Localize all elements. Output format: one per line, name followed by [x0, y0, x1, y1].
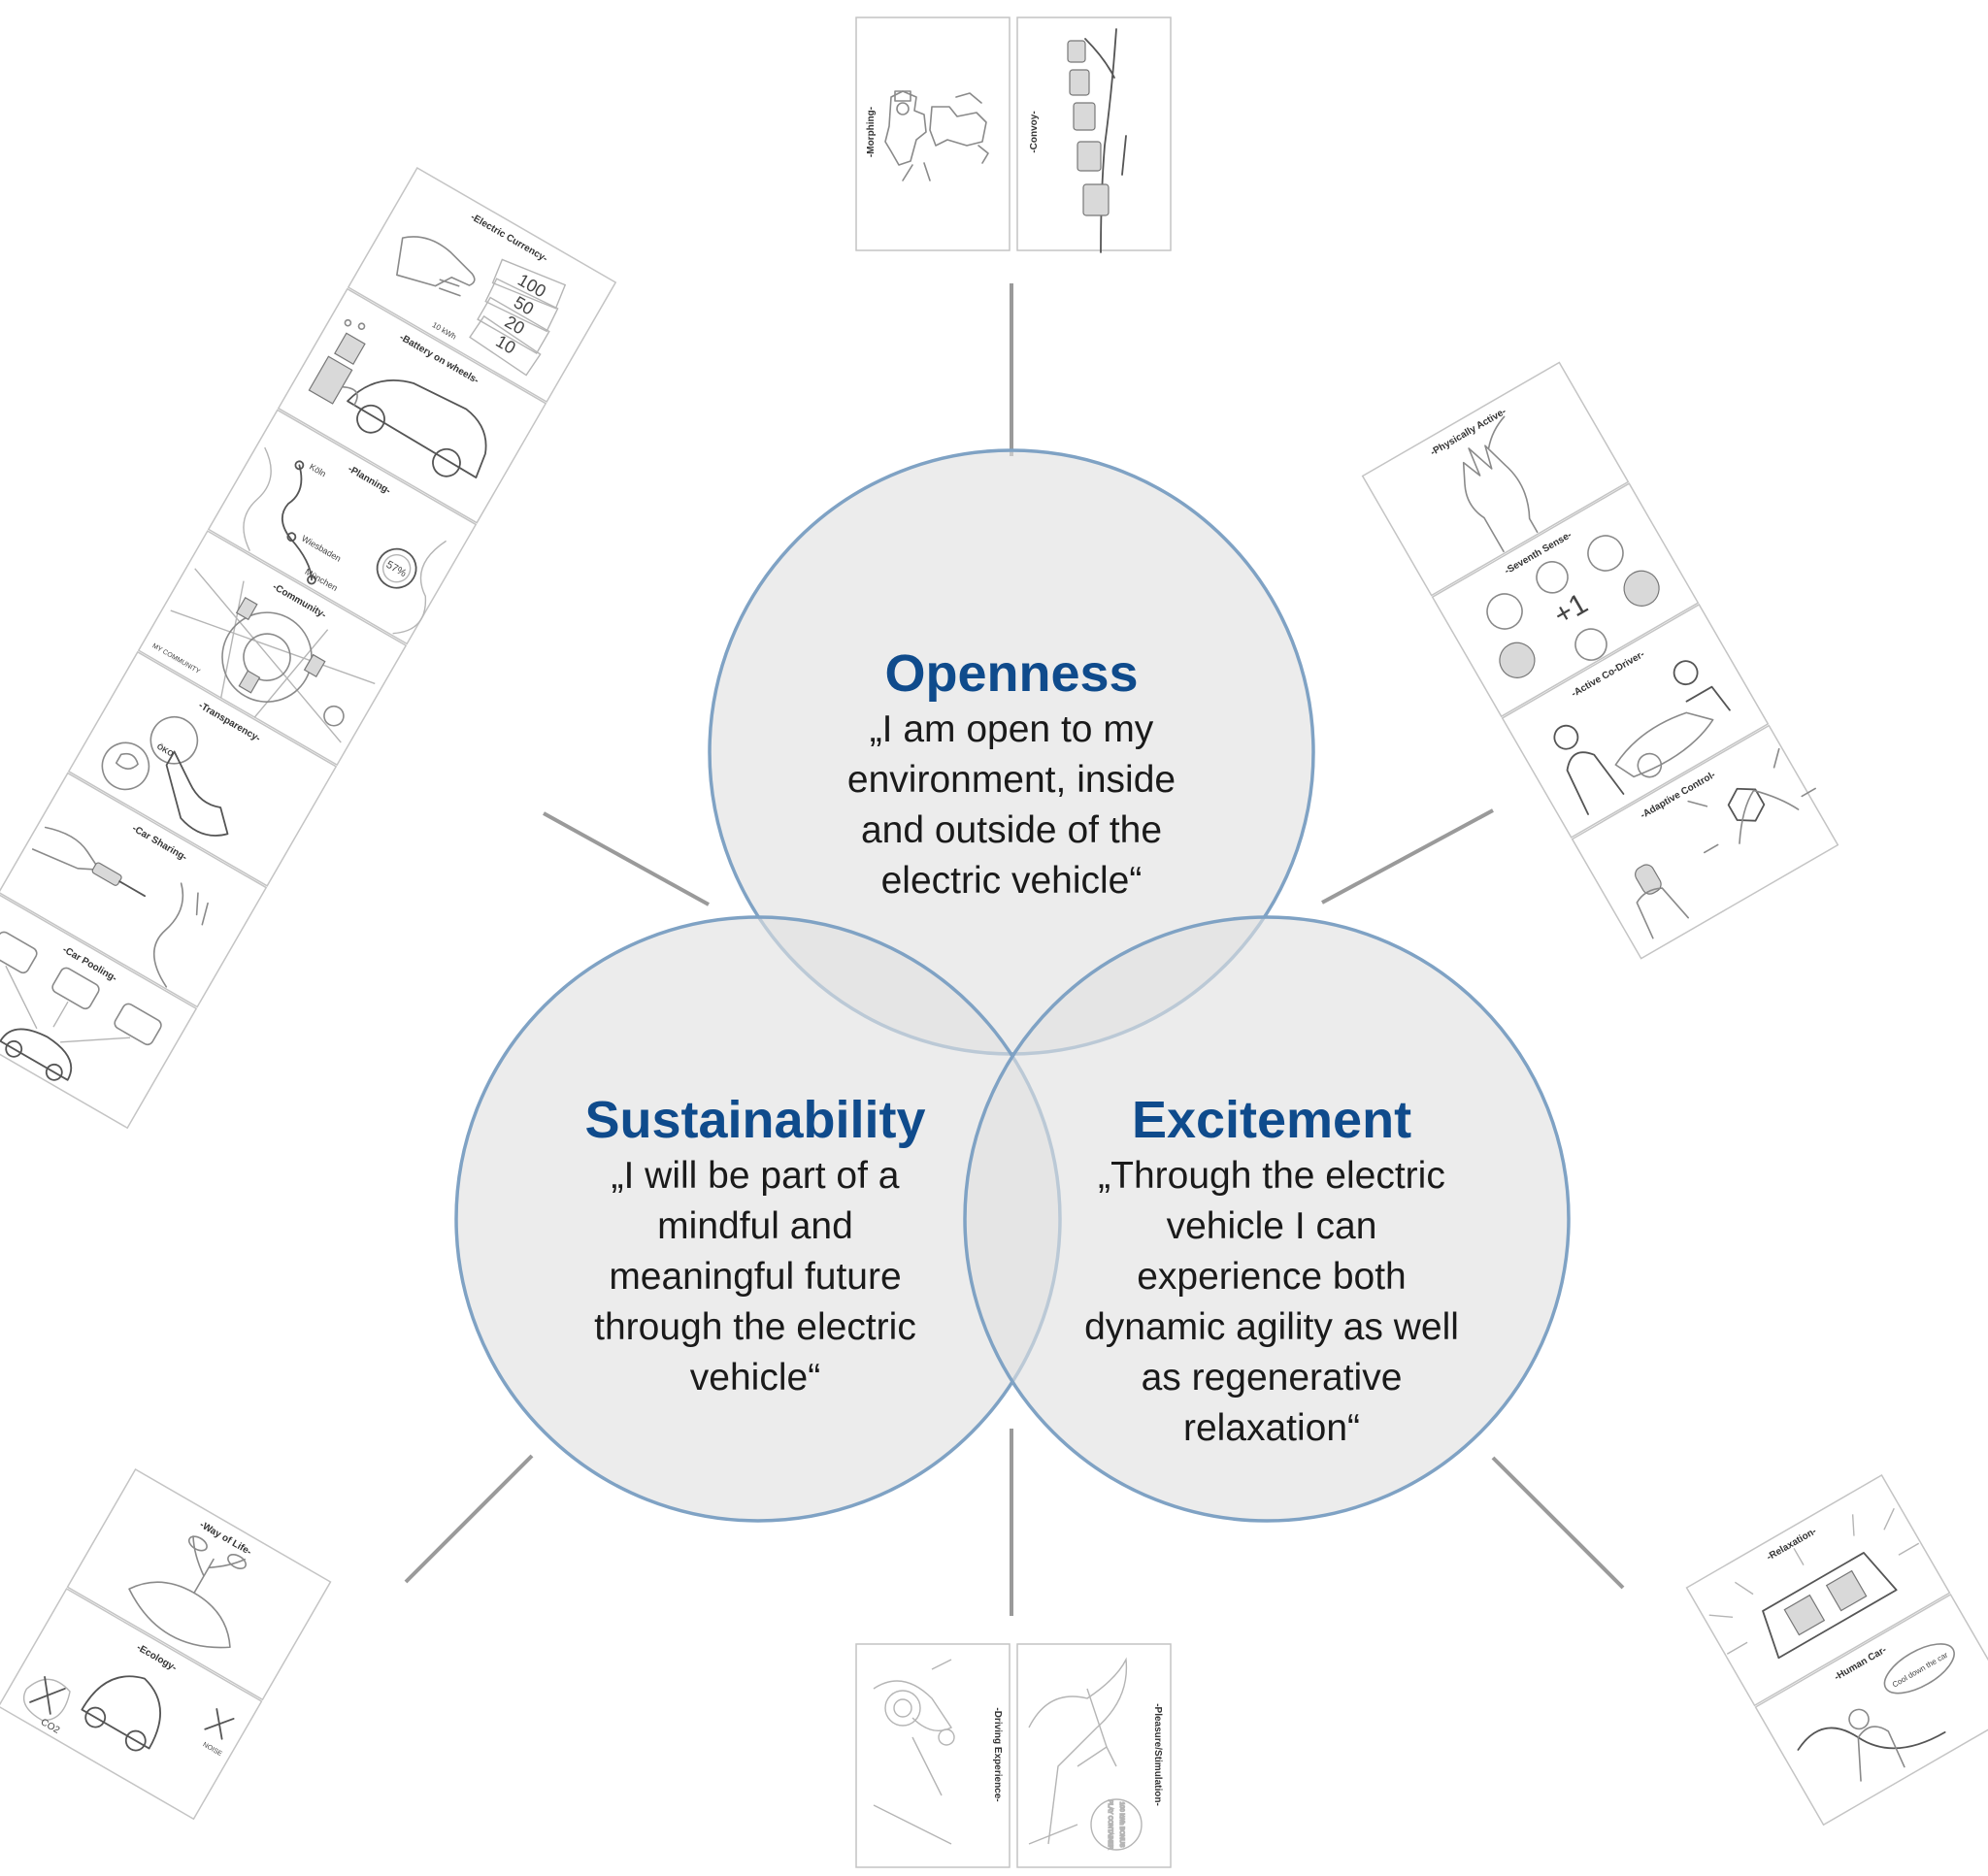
- excitement-quote-line: vehicle I can: [1167, 1205, 1377, 1247]
- openness-quote-line: and outside of the: [861, 809, 1162, 851]
- excitement-quote-line: „Through the electric: [1098, 1155, 1445, 1197]
- venn-diagram: [454, 448, 1571, 1523]
- card-group-top: -Morphing- -Convoy-: [855, 16, 1172, 253]
- car-battery-icon: [308, 318, 487, 478]
- svg-text:100 kWh BONUS: 100 kWh BONUS: [1118, 1802, 1124, 1848]
- sustainability-quote-line: „I will be part of a: [612, 1155, 900, 1197]
- connector-lower-left: [404, 1454, 534, 1584]
- card-car-pooling[interactable]: -Car Pooling-: [0, 893, 198, 1130]
- openness-quote-line: environment, inside: [847, 759, 1176, 801]
- card-group-left-column: -Electric Currency- 100 50 20 10 10 kWh …: [0, 166, 617, 1130]
- car-pool-icon: [0, 931, 162, 1081]
- card-community[interactable]: -Community- MY COMMUNITY: [137, 530, 408, 767]
- sustainability-quote-line: vehicle“: [690, 1357, 820, 1399]
- card-group-bottom: -Driving Experience- 100 kWh BONUS PLAY …: [855, 1643, 1172, 1868]
- card-electric-currency[interactable]: -Electric Currency- 100 50 20 10 10 kWh: [347, 166, 617, 404]
- card-relaxation[interactable]: -Relaxation-: [1685, 1473, 1951, 1707]
- sustainability-text: Sustainability „I will be part of a mind…: [584, 1091, 925, 1399]
- card-group-bottom-right: -Relaxation- -Human Car- Cool down the c…: [1685, 1473, 1988, 1827]
- card-planning[interactable]: -Planning- Köln Wiesbaden München 57%: [207, 409, 478, 645]
- card-label: -Convoy-: [1029, 111, 1040, 152]
- card-label: -Driving Experience-: [992, 1707, 1003, 1801]
- card-convoy[interactable]: -Convoy-: [1016, 16, 1172, 253]
- card-pleasure-stimulation[interactable]: 100 kWh BONUS PLAY CONTAINER -Pleasure/S…: [1016, 1643, 1172, 1868]
- card-morphing[interactable]: -Morphing-: [855, 16, 1011, 251]
- connector-lines: [404, 283, 1625, 1616]
- control-hands-icon: [1635, 747, 1816, 939]
- circle-excitement: [963, 915, 1571, 1523]
- openness-title: Openness: [884, 644, 1138, 703]
- car-convoy-icon: [1067, 28, 1127, 253]
- excitement-quote-line: as regenerative: [1142, 1357, 1403, 1399]
- card-active-co-driver[interactable]: -Active Co-Driver-: [1501, 603, 1770, 839]
- openness-text: Openness „I am open to my environment, i…: [847, 644, 1176, 902]
- sustainability-quote-line: mindful and: [657, 1205, 853, 1247]
- card-adaptive-control[interactable]: -Adaptive Control-: [1571, 721, 1845, 960]
- relaxation-car-icon: [1708, 1507, 1920, 1660]
- excitement-quote-line: dynamic agility as well: [1084, 1306, 1459, 1348]
- card-group-bottom-left: -Way of Life- -Ecology- CO2 NOISE: [0, 1467, 332, 1821]
- openness-quote-line: „I am open to my: [870, 708, 1154, 750]
- card-label: -Pleasure/Stimulation-: [1152, 1703, 1163, 1806]
- svg-text:PLAY CONTAINER: PLAY CONTAINER: [1107, 1799, 1112, 1850]
- motorbike-icon: [873, 1659, 955, 1845]
- connector-upper-left: [543, 811, 710, 906]
- card-group-right-column: -Physically Active- -Seventh Sense- +1 -…: [1361, 361, 1845, 960]
- excitement-title: Excitement: [1132, 1091, 1411, 1149]
- excitement-quote-line: relaxation“: [1183, 1407, 1360, 1449]
- sustainability-quote-line: through the electric: [594, 1306, 916, 1348]
- sustainability-quote-line: meaningful future: [609, 1256, 901, 1298]
- stimulation-icon: 100 kWh BONUS PLAY CONTAINER: [1028, 1657, 1143, 1851]
- co-driver-icon: [1553, 660, 1731, 815]
- sustainability-title: Sustainability: [584, 1091, 925, 1149]
- card-ecology[interactable]: -Ecology- CO2 NOISE: [0, 1587, 263, 1821]
- plant-hands-icon: [128, 1535, 248, 1649]
- connector-lower-right: [1491, 1456, 1625, 1590]
- excitement-quote-line: experience both: [1137, 1256, 1407, 1298]
- robot-transform-icon: [884, 90, 989, 181]
- card-label: -Morphing-: [866, 107, 877, 157]
- raised-hand-icon: [1462, 415, 1539, 553]
- openness-quote-line: electric vehicle“: [881, 860, 1143, 902]
- key-handover-icon: [31, 826, 209, 988]
- card-seventh-sense[interactable]: -Seventh Sense- +1: [1431, 482, 1700, 718]
- connector-upper-right: [1321, 808, 1494, 905]
- excitement-text: Excitement „Through the electric vehicle…: [1084, 1091, 1459, 1449]
- card-driving-experience[interactable]: -Driving Experience-: [855, 1643, 1011, 1868]
